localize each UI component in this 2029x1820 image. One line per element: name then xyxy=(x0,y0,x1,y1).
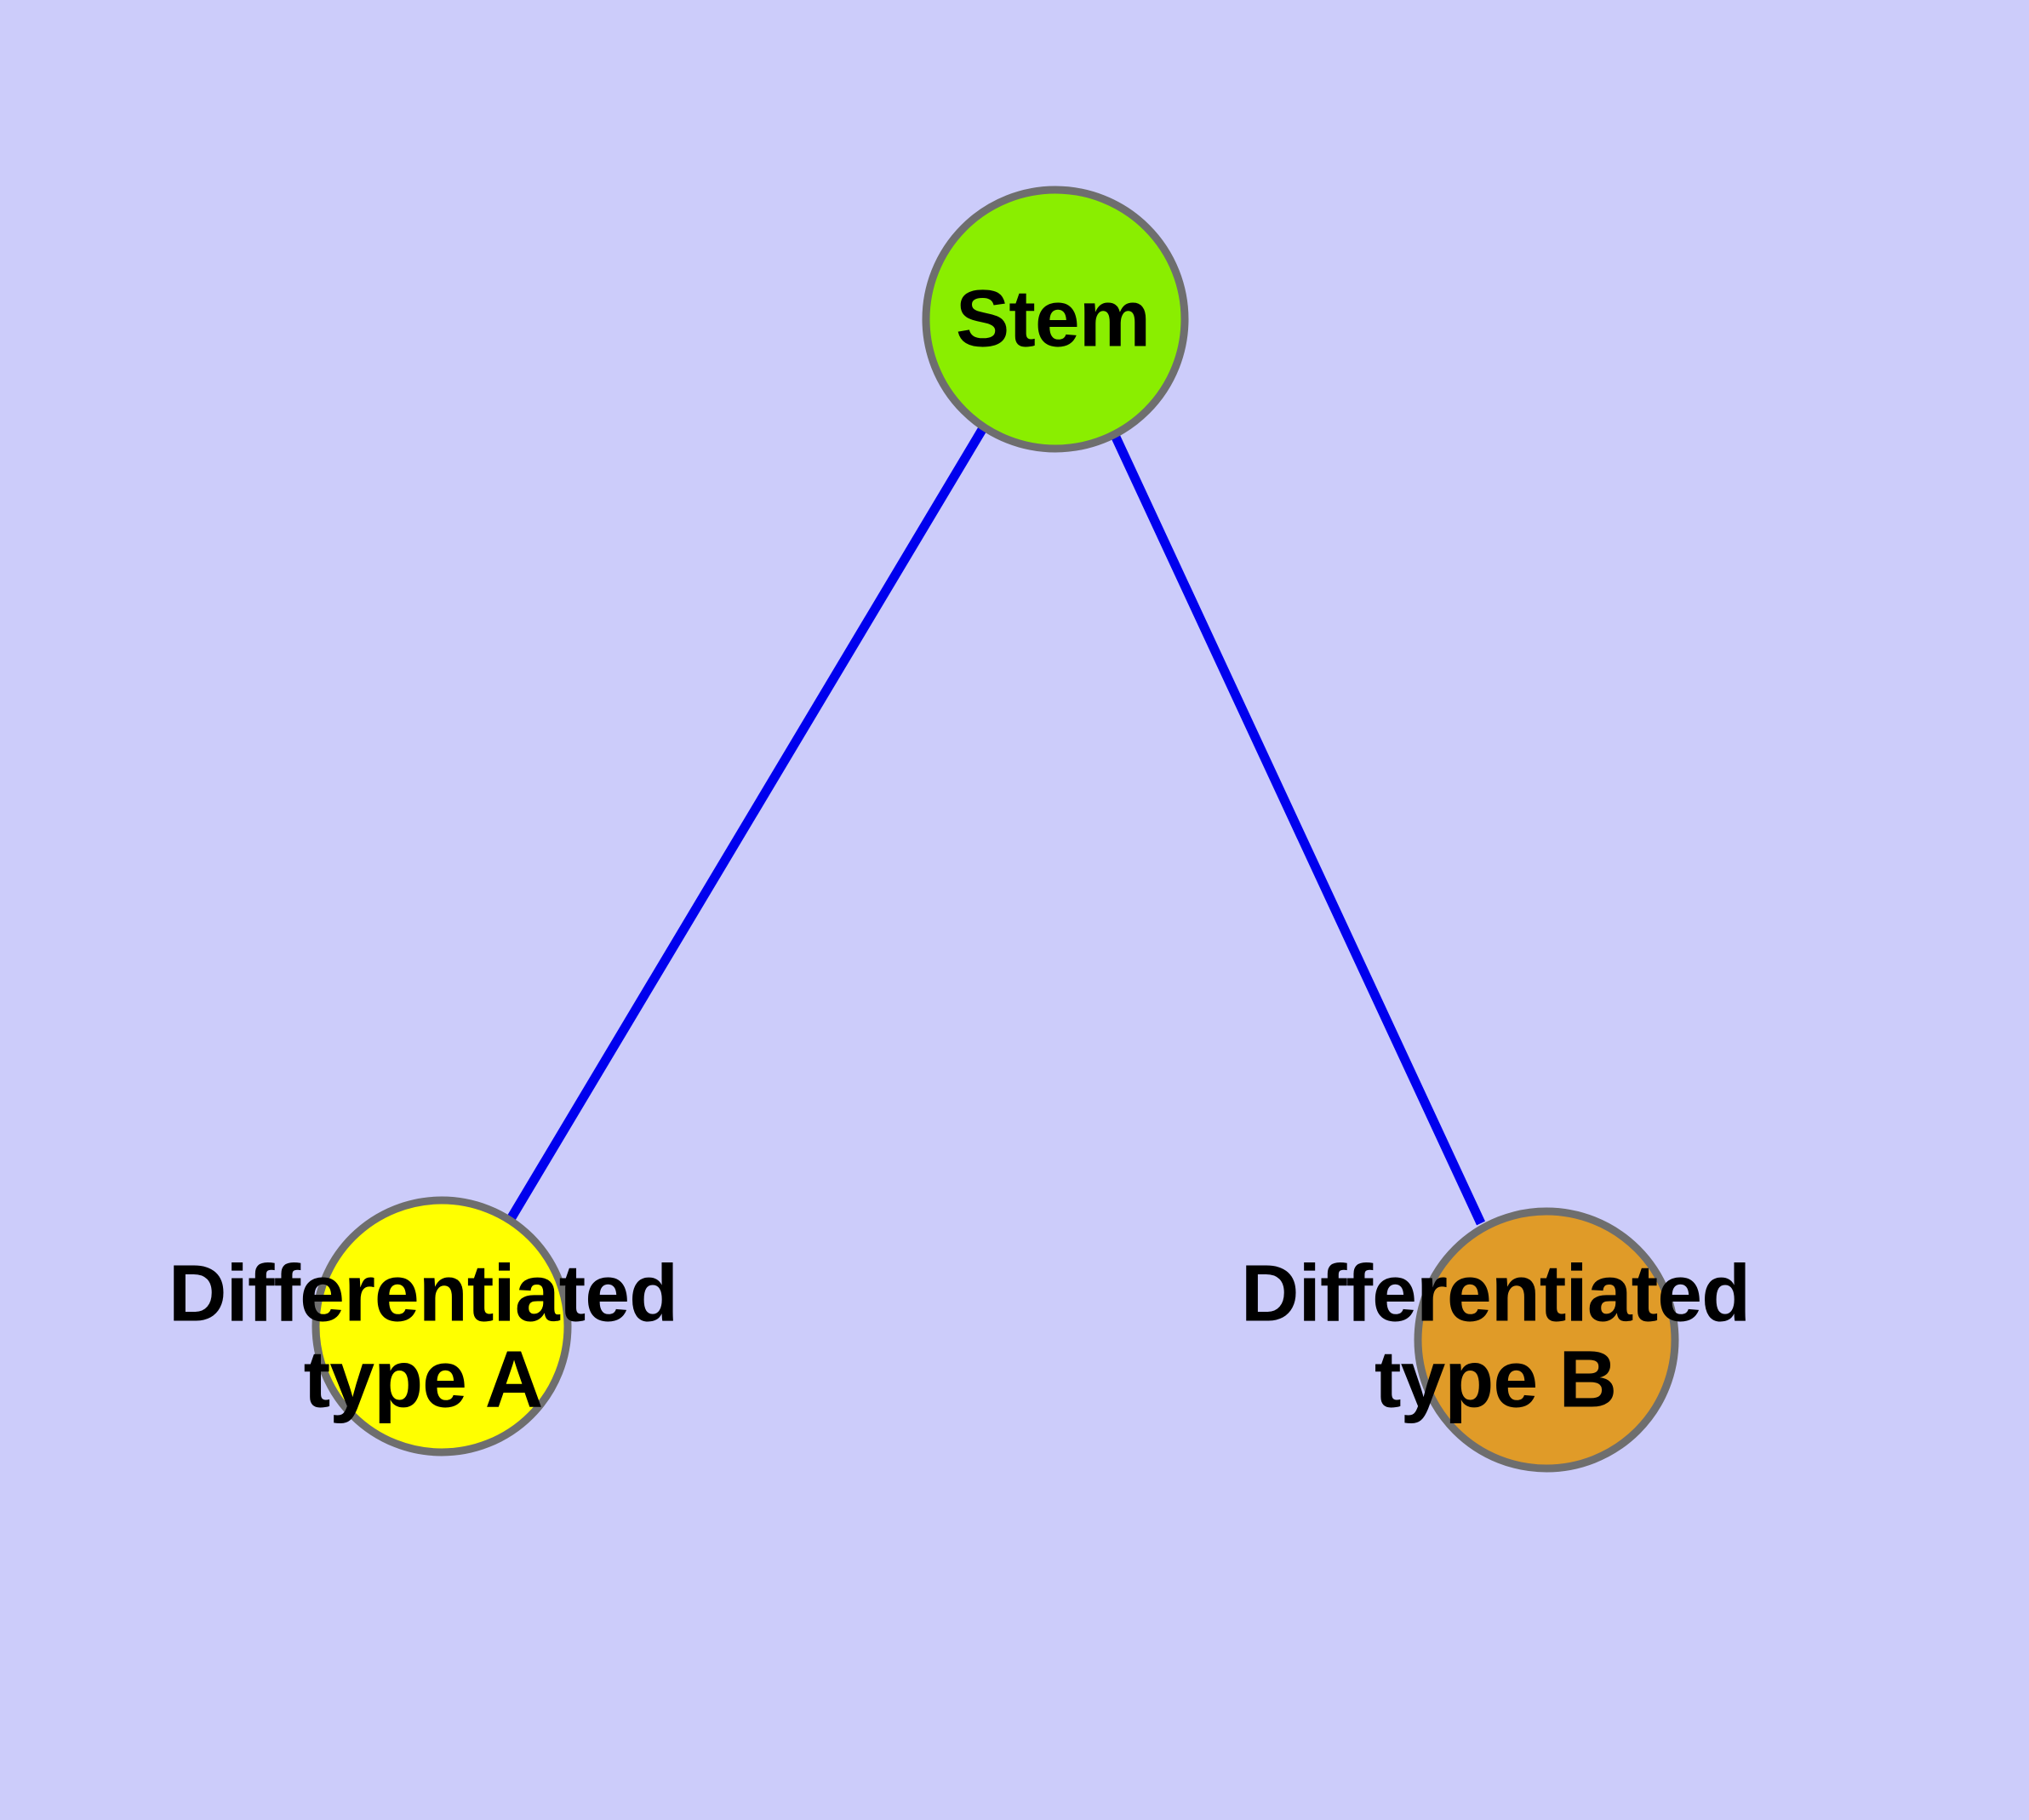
edge-stem-to-diff-a xyxy=(506,426,987,1222)
edge-stem-to-diff-b xyxy=(1109,429,1485,1226)
node-differentiated-type-a[interactable] xyxy=(311,1196,572,1457)
node-layer xyxy=(311,186,1679,1473)
edge-layer xyxy=(506,426,1485,1226)
node-differentiated-type-b[interactable] xyxy=(1414,1207,1679,1473)
node-stem[interactable] xyxy=(922,186,1189,453)
